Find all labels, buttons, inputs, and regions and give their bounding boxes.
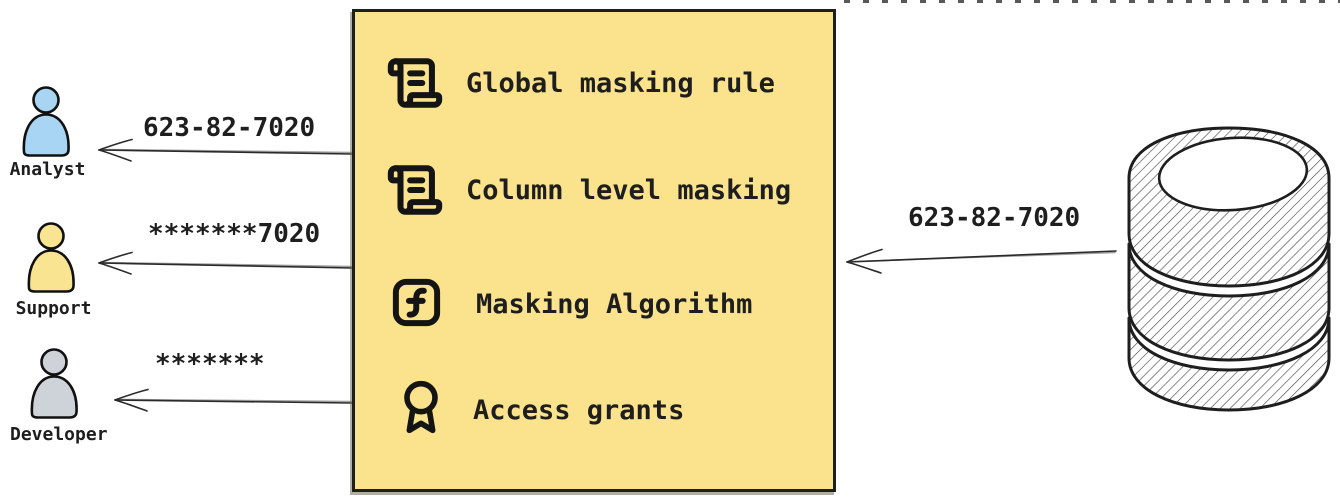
support-masked-value: *******7020 xyxy=(148,219,321,249)
developer-label: Developer xyxy=(10,424,108,445)
policy-item-masking-algorithm: Masking Algorithm xyxy=(355,273,833,333)
developer-masked-value: ******* xyxy=(155,349,265,379)
policy-item-column-level-masking: Column level masking xyxy=(355,161,833,221)
policy-item-label: Masking Algorithm xyxy=(476,289,753,320)
dashed-line-top xyxy=(844,0,1340,3)
arrow-to-analyst xyxy=(98,138,353,162)
scroll-text-icon xyxy=(387,165,443,215)
policy-item-access-grants: Access grants xyxy=(355,377,833,437)
policy-item-global-masking-rule: Global masking rule xyxy=(355,54,833,114)
developer-person-icon xyxy=(30,348,78,419)
source-value: 623-82-7020 xyxy=(908,203,1081,233)
analyst-masked-value: 623-82-7020 xyxy=(143,113,316,143)
policy-item-label: Access grants xyxy=(473,395,685,426)
award-icon xyxy=(404,380,438,434)
support-person-icon xyxy=(27,222,75,293)
policy-box: Global masking rule Column level masking… xyxy=(352,9,836,492)
policy-item-label: Global masking rule xyxy=(466,68,775,99)
database-icon xyxy=(1127,126,1331,412)
support-label: Support xyxy=(15,298,92,319)
function-square-icon xyxy=(392,278,441,327)
policy-item-label: Column level masking xyxy=(466,175,792,206)
analyst-label: Analyst xyxy=(9,159,86,180)
analyst-person-icon xyxy=(22,86,70,157)
scroll-text-icon xyxy=(387,58,443,108)
arrow-to-developer xyxy=(114,388,353,412)
arrow-to-support xyxy=(98,251,353,275)
arrow-database-to-policy-box xyxy=(846,248,1117,274)
